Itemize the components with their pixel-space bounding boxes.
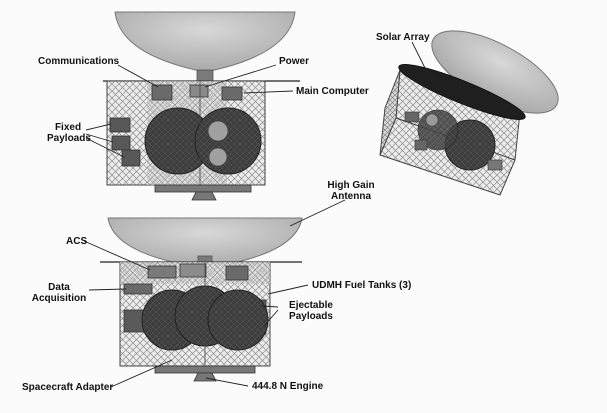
top-antenna-dish [114,11,296,73]
top-adapter-plate [154,184,252,193]
label-solar-array: Solar Array [376,32,430,43]
label-high-gain-antenna-line2: Antenna [331,191,371,202]
label-high-gain-antenna-line1: High Gain [327,180,375,191]
label-fixed-payloads-line1: Fixed [54,122,82,133]
label-power: Power [279,56,310,67]
label-data-acquisition-line1: Data [48,282,70,293]
label-data-acquisition-line2: Acquisition [31,293,87,304]
label-spacecraft-adapter: Spacecraft Adapter [22,382,114,393]
acs-unit [147,265,177,279]
label-fixed-payloads-line2: Payloads [47,133,91,144]
label-communications: Communications [38,56,120,67]
top-spacecraft-view [103,11,300,201]
main-computer-unit [221,86,243,101]
top-tank-valve [208,147,228,167]
power-unit [189,84,209,98]
communications-unit [151,84,173,101]
label-engine: 444.8 N Engine [252,381,324,392]
acs-unit [225,265,249,281]
leader-lines [83,41,433,388]
acs-unit [179,263,207,278]
fixed-payload-block [109,117,131,133]
top-fuel-tank [194,107,262,175]
top-antenna-mast [196,69,214,82]
top-engine-nozzle [191,191,217,201]
bottom-antenna-mast [197,255,213,263]
label-ejectable-payloads-line2: Payloads [289,311,333,322]
udmh-fuel-tank [207,289,269,351]
label-main-computer: Main Computer [296,86,369,97]
label-high-gain-antenna: High Gain Antenna [325,180,377,202]
label-acs: ACS [66,236,88,247]
data-acquisition-unit [123,283,153,295]
fixed-payload-block [121,149,141,167]
label-udmh-fuel-tanks: UDMH Fuel Tanks (3) [312,280,412,291]
fixed-payload-block [111,135,131,151]
label-data-acquisition: Data Acquisition [30,282,88,304]
label-ejectable-payloads-line1: Ejectable [289,300,333,311]
bottom-spacecraft-view [100,217,303,382]
spacecraft-adapter-plate [154,365,256,374]
label-ejectable-payloads: Ejectable Payloads [283,300,339,322]
label-fixed-payloads: Fixed Payloads [47,122,91,144]
engine-nozzle [193,372,217,382]
top-tank-valve [207,120,229,142]
